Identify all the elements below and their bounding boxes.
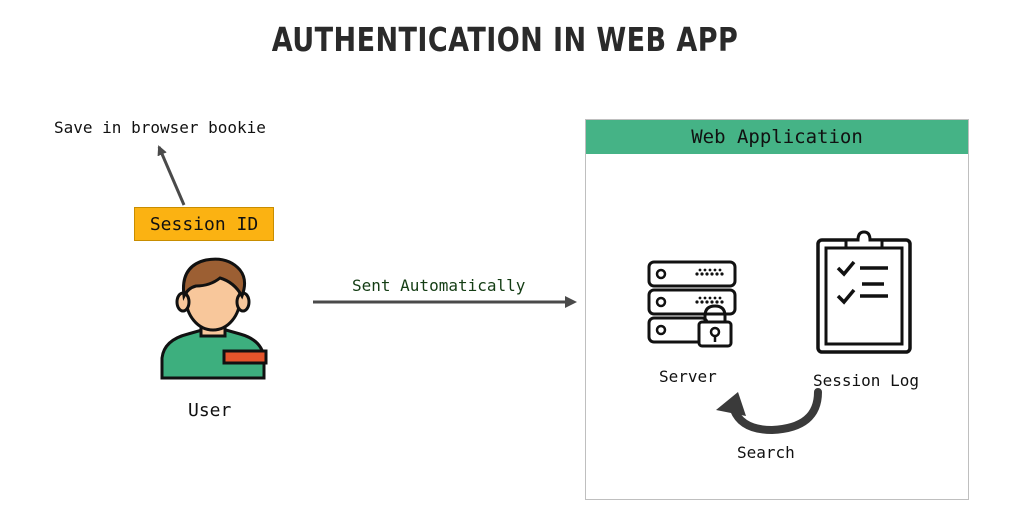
clipboard-checklist-icon xyxy=(816,230,912,354)
curved-arrow-icon xyxy=(716,388,822,435)
cookie-arrow xyxy=(157,145,186,206)
web-application-title: Web Application xyxy=(691,126,863,148)
server-label: Server xyxy=(659,367,717,386)
session-log-label: Session Log xyxy=(813,371,919,390)
search-label: Search xyxy=(737,443,795,462)
cookie-note: Save in browser bookie xyxy=(54,118,266,137)
user-avatar-icon xyxy=(160,257,268,380)
user-label: User xyxy=(188,400,232,421)
web-application-header: Web Application xyxy=(586,120,968,154)
diagram-title: AUTHENTICATION IN WEB APP xyxy=(271,20,739,59)
sent-automatically-label: Sent Automatically xyxy=(352,276,526,295)
session-id-label: Session ID xyxy=(149,213,259,235)
session-id-badge: Session ID xyxy=(134,207,274,241)
locked-server-icon xyxy=(647,260,737,348)
